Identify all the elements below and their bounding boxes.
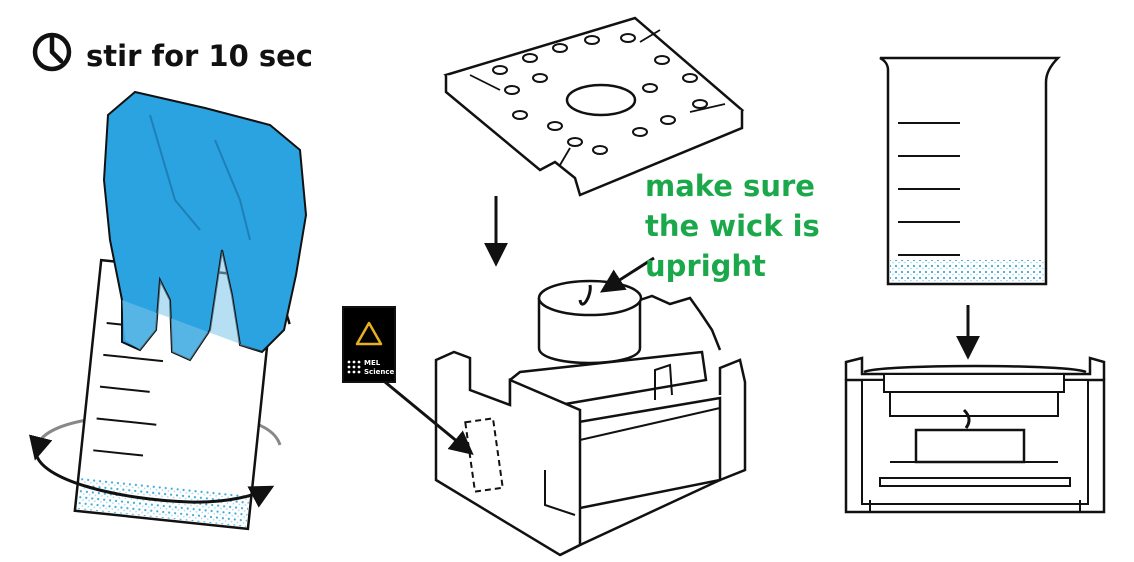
logo-arrow (384, 380, 474, 456)
beaker-mark (103, 353, 164, 363)
mel-science-logo: MEL Science (342, 306, 396, 383)
rotation-arrow-start (29, 434, 53, 461)
gloved-hand (102, 90, 308, 362)
stand-assembly-illustration: MEL Science (342, 16, 747, 557)
beaker-mark (96, 417, 157, 426)
plate-center-hole (565, 83, 637, 117)
instruction-header: stir for 10 sec (32, 32, 313, 73)
note-arrow (599, 256, 655, 293)
note-line-3: upright (645, 249, 766, 283)
cutout-dashed (464, 417, 504, 493)
candle-wick (578, 284, 592, 306)
folding-stand (434, 294, 747, 557)
upright-beaker (879, 56, 1062, 286)
rotation-arrow-front (34, 451, 275, 508)
heating-illustration (844, 56, 1106, 514)
stirring-illustration (29, 90, 308, 531)
beaker-mark (93, 449, 144, 457)
note-line-1: make sure (645, 169, 815, 203)
tea-light-candle (537, 279, 643, 365)
powder-particles (890, 260, 1044, 283)
timer-icon (32, 32, 72, 72)
beaker-mark (99, 385, 150, 393)
perforated-plate (443, 16, 745, 197)
logo-line-1: MEL (364, 359, 381, 367)
instruction-text: stir for 10 sec (86, 39, 313, 73)
wick-note: make sure the wick is upright (645, 169, 820, 283)
stand-with-beaker (844, 356, 1106, 514)
note-line-2: the wick is (645, 209, 820, 243)
tea-light-candle (914, 428, 1026, 464)
logo-line-2: Science (364, 368, 394, 376)
